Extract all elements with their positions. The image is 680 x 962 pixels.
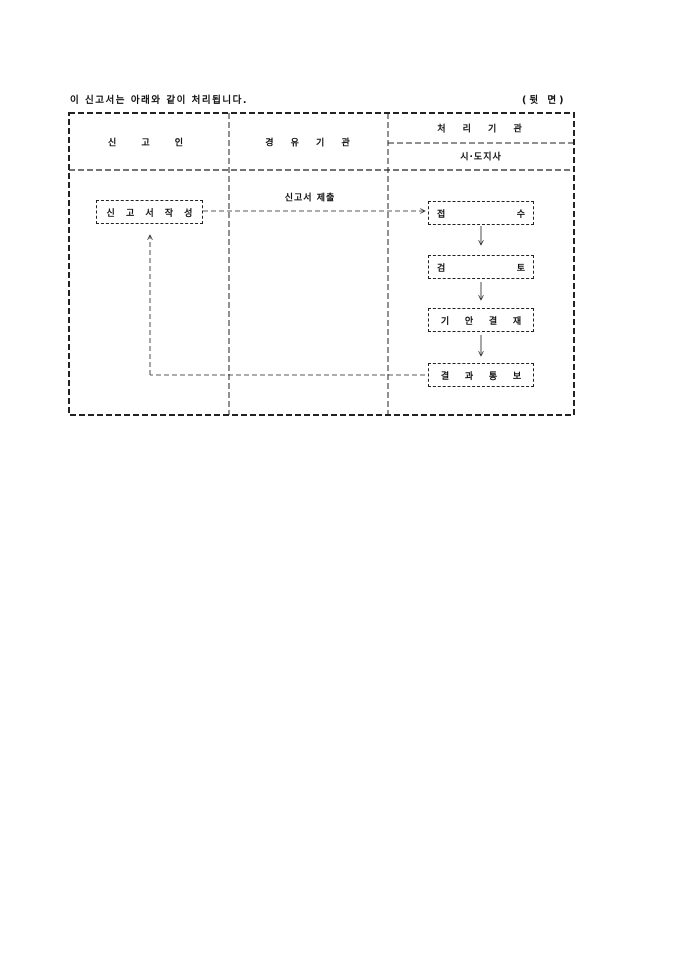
step-notify-char: 보 — [512, 371, 522, 382]
step-write: 신 고 서 작 성 — [96, 200, 203, 224]
step-review: 검 토 — [428, 255, 534, 279]
step-approval-char: 재 — [512, 316, 522, 327]
header-processing: 처 리 기 관 — [437, 124, 529, 135]
step-notify-char: 결 — [440, 371, 450, 382]
step-receive-char: 수 — [516, 209, 525, 220]
step-approval-char: 결 — [488, 316, 498, 327]
step-approval-char: 안 — [464, 316, 474, 327]
step-review-char: 검 — [437, 263, 446, 274]
caption-left: 이 신고서는 아래와 같이 처리됩니다. — [70, 95, 248, 106]
step-approval: 기 안 결 재 — [428, 308, 534, 332]
step-write-char: 성 — [184, 208, 193, 219]
caption-right: (뒷 면) — [522, 95, 567, 106]
step-review-char: 토 — [516, 263, 525, 274]
step-notify-char: 과 — [464, 371, 474, 382]
step-write-char: 서 — [145, 208, 154, 219]
step-write-char: 작 — [164, 208, 173, 219]
table-frame — [68, 112, 575, 416]
header-processing-sub: 시·도지사 — [460, 152, 502, 163]
step-approval-char: 기 — [440, 316, 450, 327]
submit-label: 신고서 제출 — [284, 193, 336, 204]
header-applicant: 신 고 인 — [107, 138, 195, 149]
step-notify-char: 통 — [488, 371, 498, 382]
step-receive-char: 접 — [437, 209, 446, 220]
step-notify: 결 과 통 보 — [428, 363, 534, 387]
step-write-char: 신 — [106, 208, 115, 219]
step-receive: 접 수 — [428, 201, 534, 225]
step-write-char: 고 — [125, 208, 135, 219]
header-intermediary: 경 유 기 관 — [265, 138, 357, 149]
